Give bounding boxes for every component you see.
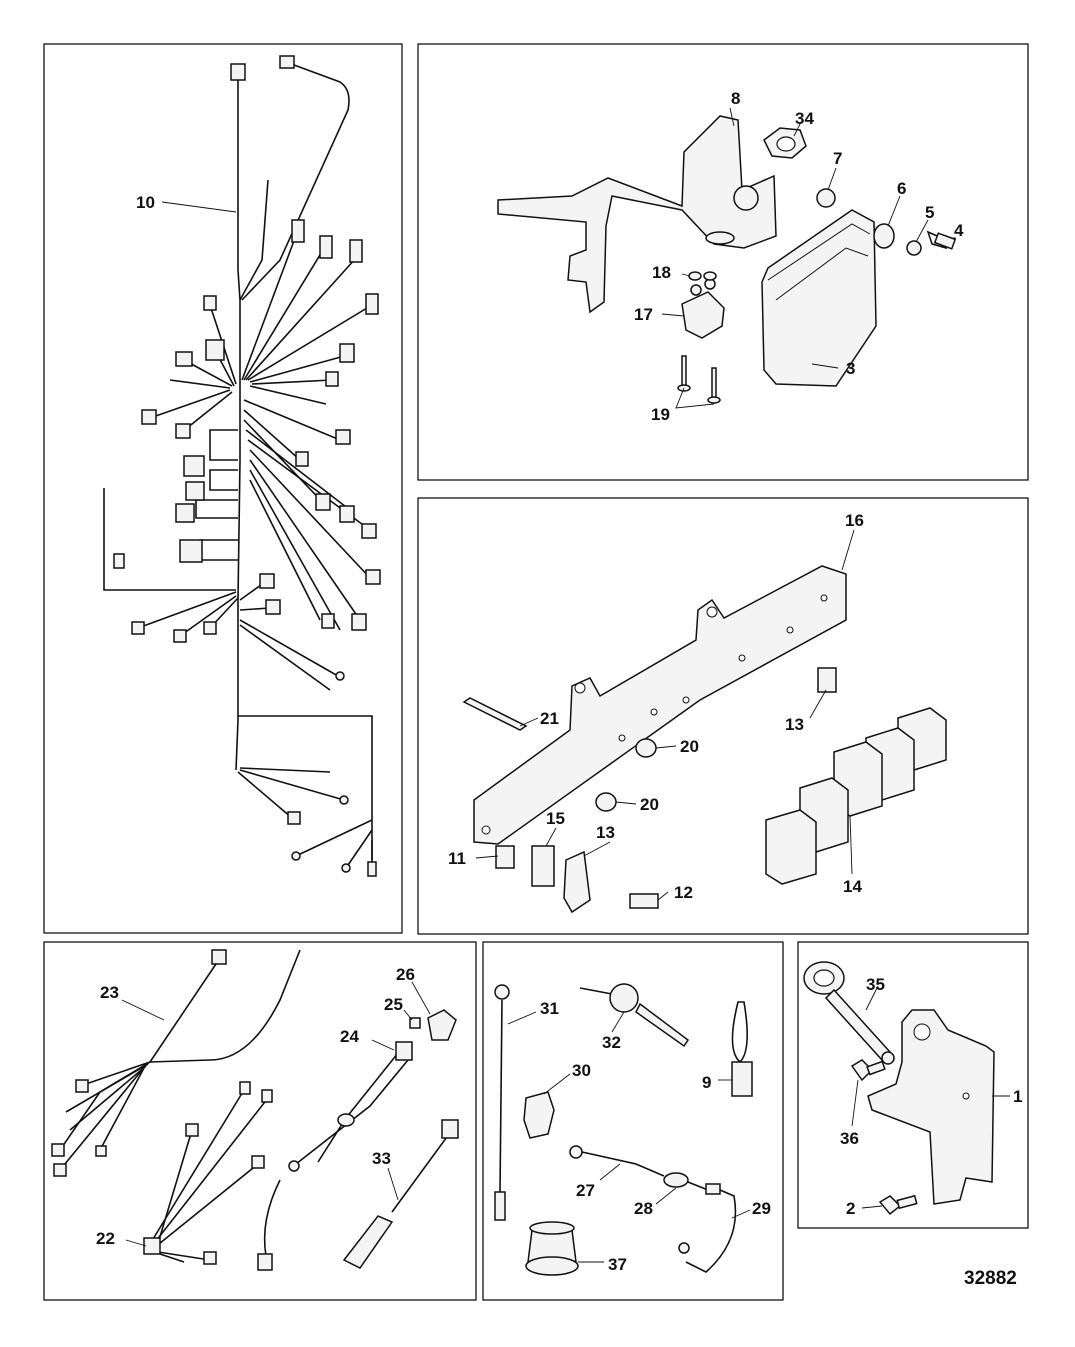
figure-code: 32882 xyxy=(964,1268,1017,1289)
callout-24: 24 xyxy=(340,1027,359,1046)
harness-22 xyxy=(143,1081,273,1265)
callout-3: 3 xyxy=(846,359,855,378)
callout-36: 36 xyxy=(840,1129,859,1148)
callout-20b: 20 xyxy=(640,795,659,814)
callout-15: 15 xyxy=(546,809,565,828)
callout-18: 18 xyxy=(652,263,671,282)
callout-20a: 20 xyxy=(680,737,699,756)
callout-31: 31 xyxy=(540,999,559,1018)
callout-32: 32 xyxy=(602,1033,621,1052)
bracket-1 xyxy=(867,1009,995,1205)
panel-sensors: 31 32 9 30 27 28 29 37 xyxy=(482,941,784,1301)
panel-relays: 16 21 20 20 13 11 15 13 12 14 xyxy=(417,497,1029,935)
callout-25: 25 xyxy=(384,995,403,1014)
callout-19: 19 xyxy=(651,405,670,424)
callout-11: 11 xyxy=(448,849,466,868)
callout-21: 21 xyxy=(540,709,559,728)
callout-26: 26 xyxy=(396,965,415,984)
panel-bracket: 35 1 36 2 xyxy=(797,941,1029,1229)
sensor-30 xyxy=(523,1091,555,1139)
callout-4: 4 xyxy=(954,221,964,240)
callout-28: 28 xyxy=(634,1199,653,1218)
callout-8: 8 xyxy=(731,89,740,108)
callout-34: 34 xyxy=(795,109,814,128)
harness-10 xyxy=(103,55,381,877)
callout-22: 22 xyxy=(96,1229,115,1248)
callout-27: 27 xyxy=(576,1181,595,1200)
callout-12: 12 xyxy=(674,883,693,902)
callout-16: 16 xyxy=(845,511,864,530)
relays-14 xyxy=(765,707,947,885)
ecm-3 xyxy=(761,209,877,387)
panel-ecm: 8 34 7 6 5 4 18 17 3 19 xyxy=(417,43,1029,481)
callout-33: 33 xyxy=(372,1149,391,1168)
callout-6: 6 xyxy=(897,179,906,198)
callout-1: 1 xyxy=(1013,1087,1022,1106)
callout-30: 30 xyxy=(572,1061,591,1080)
callout-13b: 13 xyxy=(596,823,615,842)
callout-14: 14 xyxy=(843,877,862,896)
callout-13a: 13 xyxy=(785,715,804,734)
callout-35: 35 xyxy=(866,975,885,994)
panel-main-harness: 10 xyxy=(43,43,403,934)
panel-harness-kits: 23 22 26 25 24 33 xyxy=(43,941,477,1301)
callout-17: 17 xyxy=(634,305,653,324)
callout-23: 23 xyxy=(100,983,119,1002)
bracket-16 xyxy=(473,565,847,845)
sensor-17 xyxy=(681,291,725,339)
callout-2: 2 xyxy=(846,1199,855,1218)
callout-29: 29 xyxy=(752,1199,771,1218)
callout-5: 5 xyxy=(925,203,934,222)
callout-10: 10 xyxy=(136,193,155,212)
callout-37: 37 xyxy=(608,1255,627,1274)
bracket-8 xyxy=(497,115,777,314)
callout-9: 9 xyxy=(702,1073,711,1092)
callout-7: 7 xyxy=(833,149,842,168)
harness-23 xyxy=(51,949,301,1177)
